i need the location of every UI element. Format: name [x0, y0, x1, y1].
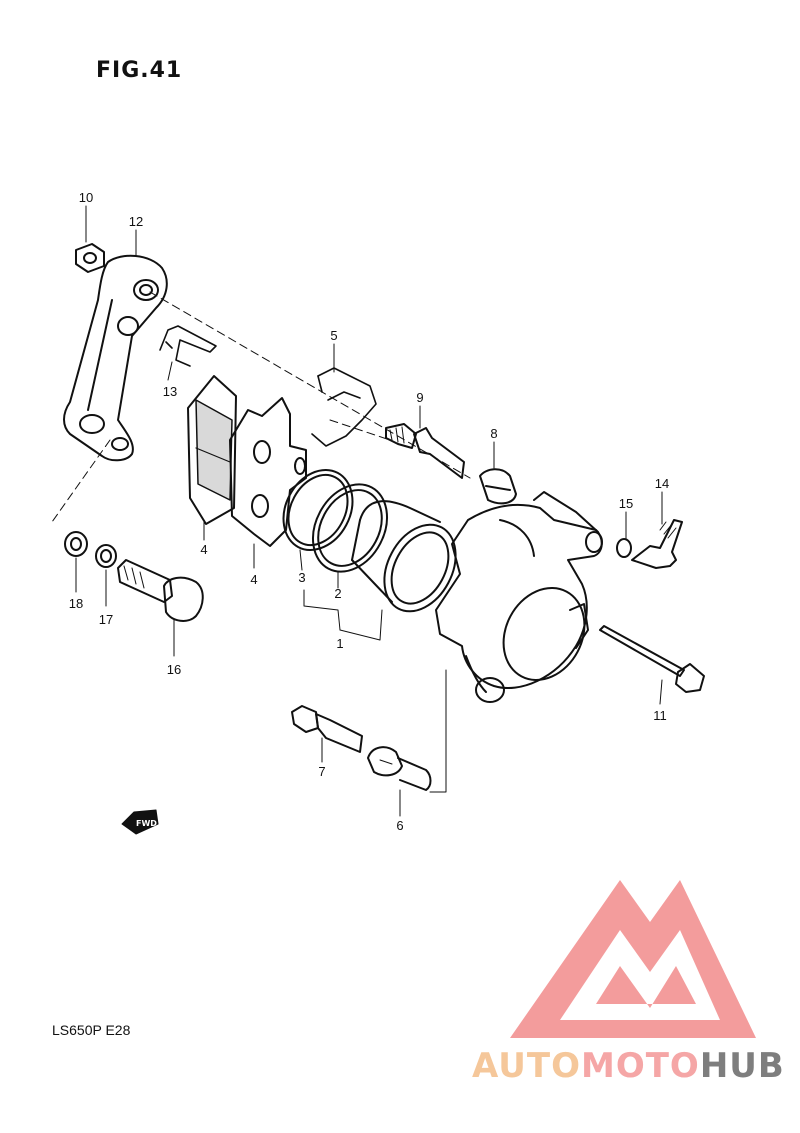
bleeder-cap-8 [479, 468, 517, 505]
caliper-body [435, 491, 603, 703]
leader-lines [75, 205, 663, 817]
flange-nut-10 [75, 243, 105, 273]
callout-6: 6 [396, 818, 404, 833]
callout-15: 15 [618, 496, 634, 511]
forward-direction-icon [121, 809, 159, 835]
assembly-lines [51, 291, 471, 523]
watermark-hub: HUB [699, 1046, 785, 1086]
callout-8: 8 [490, 426, 498, 441]
washer-18 [64, 531, 88, 557]
callout-5: 5 [330, 328, 338, 343]
bleeder-screw-14 [631, 519, 683, 569]
watermark-logo-icon [510, 880, 756, 1038]
watermark-text: AUTOMOTOHUB [472, 1046, 785, 1086]
pad-spring-13 [159, 325, 217, 367]
washer-15 [616, 538, 632, 558]
fwd-label: FWD [136, 819, 157, 828]
slide-pin-6 [367, 746, 432, 791]
callout-11: 11 [653, 708, 667, 723]
piston-1 [351, 500, 457, 613]
callout-10: 10 [78, 190, 94, 205]
pad-spring-5 [311, 367, 377, 447]
watermark-auto: AUTO [472, 1046, 581, 1086]
callout-18: 18 [68, 596, 84, 611]
callout-17: 17 [98, 612, 114, 627]
watermark-moto: MOTO [580, 1046, 700, 1086]
callout-4-right: 4 [250, 572, 258, 587]
callout-2: 2 [334, 586, 342, 601]
slide-pin-7 [291, 705, 363, 753]
pad-pin-9 [385, 423, 465, 479]
callout-1: 1 [336, 636, 344, 651]
callout-3: 3 [298, 570, 306, 585]
callout-9: 9 [416, 390, 424, 405]
slide-pin-11 [599, 625, 705, 693]
callout-16: 16 [166, 662, 182, 677]
piston-seal-2 [312, 483, 388, 573]
caliper-holder-12 [63, 254, 168, 462]
figure-title: FIG.41 [96, 58, 183, 83]
callout-4-left: 4 [200, 542, 208, 557]
callout-13: 13 [162, 384, 178, 399]
bolt-16 [117, 559, 204, 622]
brake-pad-4-left [187, 375, 237, 525]
dust-seal-3 [282, 468, 354, 552]
callout-7: 7 [318, 764, 326, 779]
model-code: LS650P E28 [52, 1022, 131, 1038]
washer-17 [95, 544, 117, 568]
brake-pad-4-right [229, 397, 307, 547]
callout-14: 14 [654, 476, 670, 491]
callout-12: 12 [128, 214, 144, 229]
